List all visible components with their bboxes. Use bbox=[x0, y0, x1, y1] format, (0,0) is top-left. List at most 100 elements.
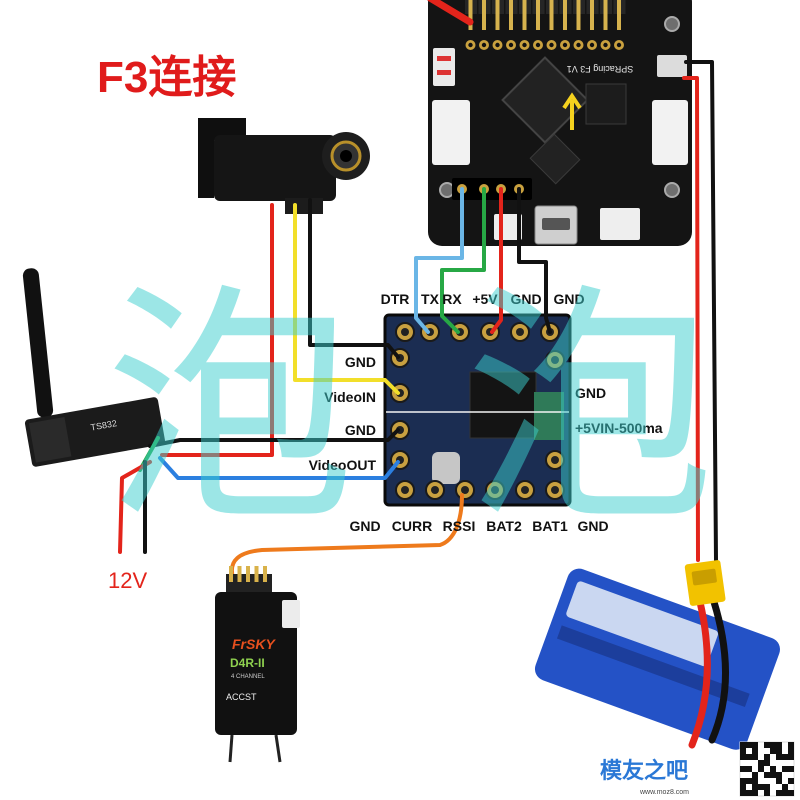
osd-pin-label-video-out: VideoOUT bbox=[309, 457, 377, 473]
fc-pin-pad-hole bbox=[522, 42, 527, 48]
osd-pin-pad-hole bbox=[401, 486, 409, 494]
fc-pin bbox=[590, 0, 594, 30]
qr-module bbox=[770, 742, 776, 748]
wire-battery-positive bbox=[682, 76, 700, 562]
fc-pin bbox=[617, 0, 621, 30]
qr-module bbox=[746, 754, 752, 760]
video-transmitter: TS832 bbox=[22, 268, 165, 467]
osd-pin-label-gnd: GND bbox=[575, 385, 606, 401]
fc-chip bbox=[585, 83, 627, 125]
fc-uart-header bbox=[452, 178, 532, 200]
camera-lens-glass bbox=[340, 150, 352, 162]
fc-board-label: SPRacing F3 V1 bbox=[567, 64, 634, 74]
osd-right-labels: GND +5VIN-500ma bbox=[575, 385, 663, 436]
qr-module bbox=[776, 748, 782, 754]
fc-pin-pad-hole bbox=[562, 42, 568, 48]
qr-module bbox=[788, 778, 794, 784]
osd-pin-label-5v: +5V bbox=[472, 291, 498, 307]
fpv-camera bbox=[198, 118, 370, 214]
qr-module bbox=[758, 766, 764, 772]
qr-module bbox=[788, 742, 794, 748]
wire-battery-ground bbox=[684, 60, 718, 562]
fc-orientation-arrow bbox=[562, 92, 582, 130]
qr-module bbox=[758, 784, 764, 790]
battery-stripe bbox=[556, 625, 750, 707]
qr-module bbox=[770, 772, 776, 778]
osd-pin-pad-hole bbox=[461, 486, 469, 494]
osd-bottom-labels: GND CURR RSSI BAT2 BAT1 GND bbox=[349, 518, 608, 534]
qr-module bbox=[752, 790, 758, 796]
fc-right-connector bbox=[652, 100, 688, 165]
title: F3连接 bbox=[97, 53, 236, 102]
receiver-body bbox=[215, 592, 297, 735]
qr-module bbox=[740, 766, 746, 772]
qr-module bbox=[740, 778, 746, 784]
qr-module bbox=[776, 772, 782, 778]
wire-fc-tx bbox=[440, 187, 486, 334]
qr-module bbox=[782, 790, 788, 796]
fc-top-right-connector bbox=[657, 55, 687, 77]
osd-pin-pad-hole bbox=[551, 356, 559, 364]
receiver-pin bbox=[229, 566, 233, 582]
fc-bottom-connector bbox=[600, 208, 640, 240]
osd-pin-label-tx: TX bbox=[421, 291, 440, 307]
fc-top-pin-header bbox=[465, 0, 626, 50]
fc-small-connector-pin bbox=[437, 56, 451, 61]
qr-module bbox=[740, 748, 746, 754]
fc-mcu-chip bbox=[501, 56, 589, 144]
fc-small-connector bbox=[433, 48, 455, 86]
osd-pin-label-gnd: GND bbox=[349, 518, 380, 534]
qr-module bbox=[776, 790, 782, 796]
qr-module bbox=[776, 742, 782, 748]
qr-module bbox=[740, 790, 746, 796]
osd-pin-label-bat2: BAT2 bbox=[486, 518, 522, 534]
fc-pin bbox=[536, 0, 540, 30]
qr-code bbox=[739, 741, 795, 797]
qr-module bbox=[746, 790, 752, 796]
fc-mount-hole bbox=[664, 182, 680, 198]
wire-fc-dtr bbox=[414, 187, 464, 334]
receiver-pins bbox=[229, 566, 267, 582]
osd-pin-label-gnd: GND bbox=[345, 422, 376, 438]
fc-usb-port-inner bbox=[542, 218, 570, 230]
qr-module bbox=[788, 748, 794, 754]
osd-board bbox=[383, 313, 572, 507]
osd-pin-pad-hole bbox=[516, 328, 524, 336]
osd-component bbox=[534, 392, 564, 440]
qr-module bbox=[752, 772, 758, 778]
wire-vtx-video bbox=[158, 456, 400, 480]
fc-mount-hole bbox=[439, 182, 455, 198]
osd-pin-label-gnd: GND bbox=[510, 291, 541, 307]
wire-rssi bbox=[229, 493, 464, 580]
qr-module bbox=[764, 742, 770, 748]
battery-main-lead-positive bbox=[688, 598, 711, 749]
fc-pin-pad-hole bbox=[549, 42, 554, 48]
fc-mount-hole bbox=[664, 16, 680, 32]
fc-pin-pad-hole bbox=[481, 42, 487, 48]
qr-module bbox=[752, 742, 758, 748]
osd-pin-pad-hole bbox=[491, 486, 499, 494]
qr-module bbox=[746, 778, 752, 784]
qr-module bbox=[782, 784, 788, 790]
fc-pin-pad-hole bbox=[576, 42, 581, 48]
wires bbox=[118, 0, 718, 580]
fc-pin bbox=[495, 0, 500, 30]
qr-module bbox=[746, 766, 752, 772]
qr-module bbox=[740, 742, 746, 748]
osd-chip bbox=[469, 371, 537, 439]
osd-pins bbox=[390, 322, 565, 500]
osd-top-labels: DTR TX RX +5V GND GND bbox=[381, 291, 585, 307]
wire-12v-positive bbox=[118, 460, 152, 554]
qr-module bbox=[758, 760, 764, 766]
receiver-side-connector bbox=[282, 600, 300, 628]
fc-pin-pad-hole bbox=[508, 42, 514, 48]
osd-pin-label-gnd: GND bbox=[345, 354, 376, 370]
fc-pin-pad-hole bbox=[495, 42, 500, 48]
footer-url: www.moz8.com bbox=[639, 789, 689, 796]
osd-pin-label-rssi: RSSI bbox=[443, 518, 476, 534]
wire-vtx-ground bbox=[148, 428, 400, 448]
fc-pin-pad-hole bbox=[535, 42, 541, 48]
osd-pin-label-gnd: GND bbox=[553, 291, 584, 307]
receiver-antenna bbox=[228, 734, 234, 763]
